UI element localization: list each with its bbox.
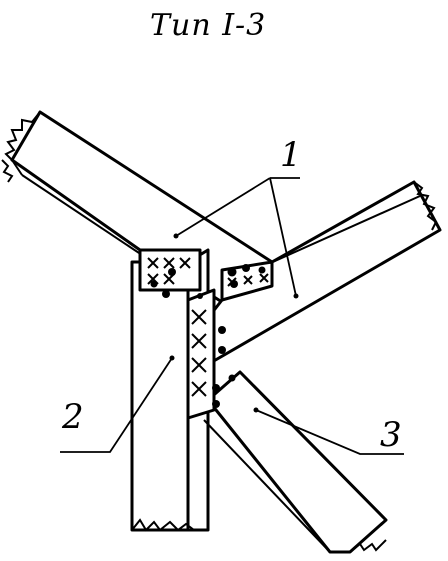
leader-dot: [173, 233, 179, 239]
bolts: [150, 264, 266, 408]
leader-dot: [253, 407, 259, 413]
diagonal-brace: [203, 370, 388, 554]
label-two: 2: [62, 397, 84, 437]
label-three: 3: [380, 415, 402, 455]
drawing-title: Тип I-3: [150, 8, 267, 43]
leader-dot: [293, 293, 299, 299]
leader-lines: [60, 177, 404, 455]
label-one: 1: [280, 135, 302, 175]
joint-plate-side: [186, 288, 216, 420]
leader-dot: [169, 355, 175, 361]
